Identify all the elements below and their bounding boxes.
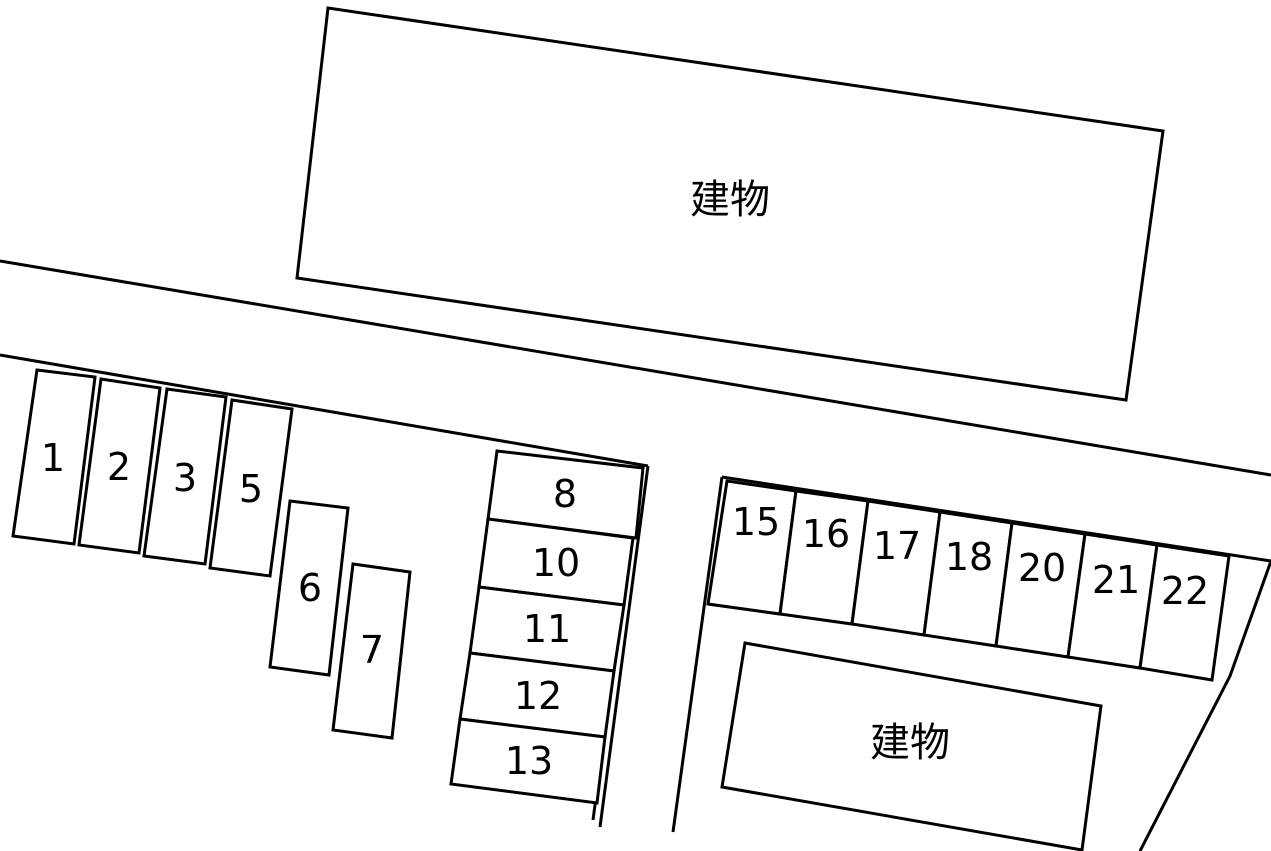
parking-space-label: 10 <box>532 541 580 585</box>
parking-space-7[interactable]: 7 <box>331 562 412 740</box>
aisle-edge-right <box>671 476 724 833</box>
parking-space-12[interactable]: 12 <box>458 651 616 739</box>
building-south-label: 建物 <box>870 720 950 766</box>
parking-space-label: 2 <box>107 445 131 489</box>
building-north: 建物 <box>295 6 1165 402</box>
parking-space-5[interactable]: 5 <box>208 398 294 578</box>
parking-space-label: 5 <box>239 467 263 511</box>
parking-space-3[interactable]: 3 <box>142 387 228 566</box>
parking-space-label: 21 <box>1092 558 1140 602</box>
parking-space-label: 15 <box>732 500 780 544</box>
aisle-edge-left-outer <box>598 465 650 828</box>
parking-space-label: 6 <box>298 566 322 610</box>
parking-space-label: 1 <box>41 436 65 480</box>
property-edge-east <box>1138 560 1271 851</box>
parking-space-label: 22 <box>1161 569 1209 613</box>
parking-space-label: 17 <box>873 524 921 568</box>
road-edge-upper <box>0 259 1271 477</box>
parking-space-label: 11 <box>523 607 571 651</box>
parking-space-label: 8 <box>553 472 577 516</box>
parking-space-1[interactable]: 1 <box>11 368 97 546</box>
building-south-outline <box>720 641 1103 851</box>
parking-space-label: 16 <box>802 512 850 556</box>
parking-space-6[interactable]: 6 <box>268 499 350 677</box>
parking-space-13[interactable]: 13 <box>449 717 607 805</box>
building-north-outline <box>295 6 1165 402</box>
parking-space-label: 12 <box>514 674 562 718</box>
parking-space-15[interactable]: 15 <box>706 479 798 616</box>
parking-space-18[interactable]: 18 <box>922 510 1014 648</box>
building-south: 建物 <box>720 641 1103 851</box>
parking-space-label: 13 <box>505 739 553 783</box>
parking-space-17[interactable]: 17 <box>850 499 942 637</box>
parking-space-2[interactable]: 2 <box>77 377 162 555</box>
parking-space-16[interactable]: 16 <box>778 489 870 626</box>
road-edge-lower-left <box>0 353 649 468</box>
building-north-label: 建物 <box>690 177 770 223</box>
parking-space-label: 3 <box>173 456 197 500</box>
parking-space-22[interactable]: 22 <box>1138 543 1231 682</box>
parking-space-label: 7 <box>360 628 384 672</box>
parking-space-8[interactable]: 8 <box>486 449 645 540</box>
parking-space-label: 18 <box>945 535 993 579</box>
parking-space-label: 20 <box>1018 546 1066 590</box>
